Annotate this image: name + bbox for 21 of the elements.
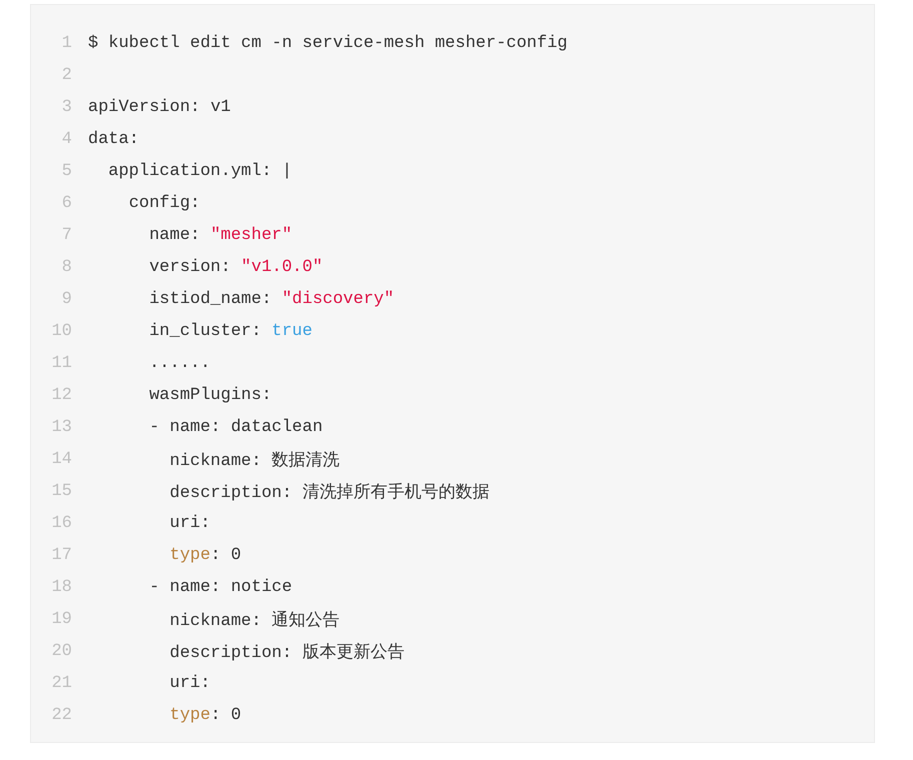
code-line: $ kubectl edit cm -n service-mesh mesher-config [88,34,568,52]
code-line: application.yml: | [107,162,292,180]
code-line: nickname: 通知公告 [168,610,340,630]
code-line: name: "mesher" [148,226,292,244]
code-line: ...... [148,354,210,372]
code-line: description: 清洗掉所有手机号的数据 [168,482,490,502]
code-line: uri: [168,674,210,692]
code-line: - name: dataclean [148,418,323,436]
code-line: config: [128,194,200,212]
code-line: apiVersion: v1 [88,98,231,116]
code-line: nickname: 数据清洗 [168,450,340,470]
code-line: version: "v1.0.0" [148,258,323,276]
code-line: type: 0 [168,546,242,564]
code-line: data: [88,130,140,148]
code-line: - name: notice [148,578,292,596]
code-line: wasmPlugins: [148,386,272,404]
code-line: description: 版本更新公告 [168,642,404,662]
code-line: in_cluster: true [148,322,312,340]
code-line: uri: [168,514,210,532]
code-line: type: 0 [168,706,242,724]
code-line: istiod_name: "discovery" [148,290,394,308]
